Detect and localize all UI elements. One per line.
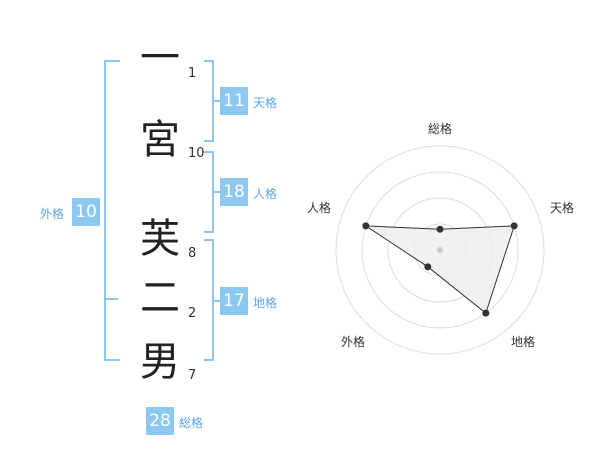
soukaku-label: 総格 <box>179 416 204 430</box>
radar-series-polygon <box>364 225 515 314</box>
stroke-count-1: 1 <box>188 66 197 81</box>
tenkaku-label: 天格 <box>253 96 278 110</box>
name-char-5: 男 <box>140 339 180 385</box>
stroke-count-3: 8 <box>188 246 197 261</box>
radar-label-tenkaku: 天格 <box>550 201 575 215</box>
radar-label-jinkaku: 人格 <box>307 201 332 215</box>
radar-point-0 <box>436 225 444 233</box>
radar-center-dot <box>437 247 443 253</box>
bracket-gaikaku <box>104 60 120 361</box>
jinkaku-badge: 18 <box>220 178 248 206</box>
bracket-jinkaku-tick <box>212 191 220 193</box>
gaikaku-label: 外格 <box>40 207 65 221</box>
tenkaku-badge: 11 <box>220 87 248 115</box>
name-char-4: 二 <box>140 275 180 321</box>
stroke-count-5: 7 <box>188 368 197 383</box>
soukaku-badge: 28 <box>146 407 174 435</box>
bracket-tenkaku-tick <box>212 100 220 102</box>
name-char-3: 芙 <box>140 216 180 262</box>
radar-label-chikaku: 地格 <box>511 335 536 349</box>
radar-label-soukaku: 総格 <box>428 122 453 136</box>
name-char-1: 一 <box>140 35 180 81</box>
radar-point-2 <box>482 309 490 317</box>
stroke-count-4: 2 <box>188 306 197 321</box>
stroke-count-2: 10 <box>188 146 205 161</box>
radar-point-1 <box>510 222 518 230</box>
bracket-gaikaku-divider <box>106 298 118 300</box>
jinkaku-label: 人格 <box>253 187 278 201</box>
radar-point-3 <box>424 263 432 271</box>
chikaku-badge: 17 <box>220 287 248 315</box>
gaikaku-badge: 10 <box>72 198 100 226</box>
bracket-chikaku-tick <box>212 300 220 302</box>
radar-label-gaikaku: 外格 <box>341 335 366 349</box>
name-char-2: 宮 <box>140 117 180 163</box>
radar-grid-ring <box>335 145 545 355</box>
radar-point-4 <box>362 222 370 230</box>
chikaku-label: 地格 <box>253 296 278 310</box>
radar-grid-ring <box>361 171 519 329</box>
